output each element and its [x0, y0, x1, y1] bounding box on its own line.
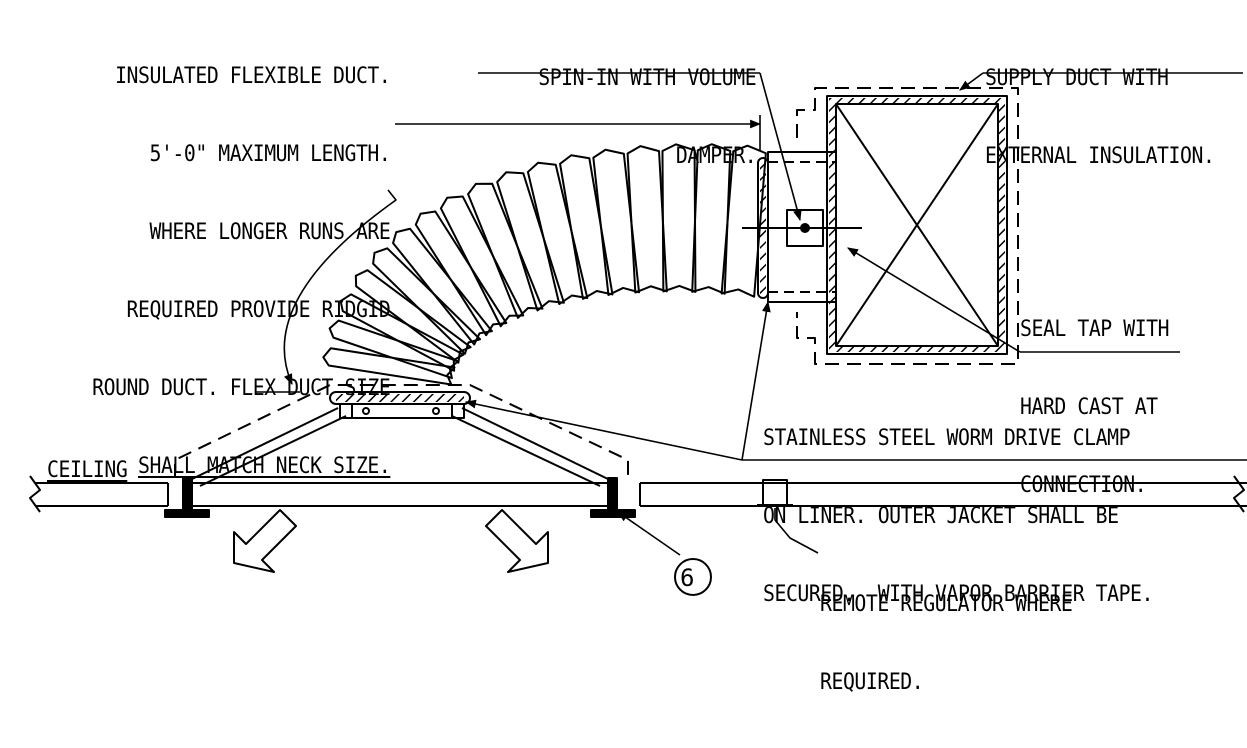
flex-duct-pleat [392, 227, 493, 346]
note-spin-in: SPIN-IN WITH VOLUME DAMPER. [538, 14, 756, 222]
note-flexible-duct: INSULATED FLEXIBLE DUCT. 5'-0" MAXIMUM L… [91, 12, 391, 532]
flex-duct-pleat [691, 143, 732, 295]
note-line: HARD CAST AT [1020, 395, 1158, 420]
air-flow-arrow-right [485, 509, 549, 573]
note-line: WHERE LONGER RUNS ARE [149, 220, 390, 245]
note-supply-duct: SUPPLY DUCT WITH EXTERNAL INSULATION. [985, 14, 1215, 222]
note-seal-tap: SEAL TAP WITH HARD CAST AT CONNECTION. [1020, 265, 1170, 551]
ceiling-left [29, 475, 169, 513]
flex-duct-pleat [559, 154, 614, 300]
flex-duct-pleat [592, 148, 641, 297]
note-line: SHALL MATCH NECK SIZE. [137, 454, 391, 479]
flex-duct-pleat [414, 210, 508, 337]
note-line: STAINLESS STEEL WORM DRIVE CLAMP [763, 426, 1131, 451]
leader-lines [255, 72, 1247, 556]
note-line: SPIN-IN WITH VOLUME [538, 66, 756, 91]
note-line: ON LINER. OUTER JACKET SHALL BE [763, 504, 1119, 529]
note-line: REMOTE REGULATOR WHERE [820, 592, 1073, 617]
note-line: REQUIRED. [820, 670, 924, 695]
flex-duct-pleat [354, 269, 472, 364]
note-line: CONNECTION. [1020, 473, 1147, 498]
flex-duct-pleat [661, 143, 697, 293]
detail-drawing [29, 72, 1247, 596]
flexible-duct [322, 143, 767, 386]
flex-duct-pleat [496, 171, 565, 312]
note-line: REQUIRED PROVIDE RIDGID [126, 298, 390, 323]
note-line: 5'-0" MAXIMUM LENGTH. [149, 142, 390, 167]
remote-regulator [757, 479, 819, 554]
flex-duct-pleat [328, 319, 460, 380]
callout-circle [674, 558, 712, 596]
flex-duct-pleat [526, 161, 589, 306]
flex-duct-pleat [322, 347, 456, 386]
ceiling-right [639, 475, 1247, 513]
label-ceiling: CEILING [47, 458, 128, 483]
note-line: ROUND DUCT. FLEX DUCT SIZE [91, 376, 391, 401]
note-line: DAMPER. [675, 144, 757, 169]
flex-duct-pleat [439, 195, 525, 328]
note-line: EXTERNAL INSULATION. [985, 144, 1215, 169]
flex-duct-pleat [339, 293, 465, 372]
air-flow-arrow-left [233, 509, 297, 573]
flex-duct-pleat [372, 247, 482, 355]
callout-number: 6 [680, 564, 694, 592]
ceiling-diffuser [164, 384, 636, 518]
note-line: SUPPLY DUCT WITH [985, 66, 1169, 91]
flex-duct-pleat [626, 145, 668, 294]
supply-duct [796, 87, 1019, 365]
note-line: INSULATED FLEXIBLE DUCT. [114, 64, 391, 89]
flex-duct-connection-detail: INSULATED FLEXIBLE DUCT. 5'-0" MAXIMUM L… [29, 12, 1247, 695]
note-remote-regulator: REMOTE REGULATOR WHERE REQUIRED. [820, 540, 1073, 748]
flex-duct-pleat [467, 182, 544, 319]
note-line: SEAL TAP WITH [1020, 317, 1170, 342]
spin-in-fitting [742, 151, 862, 303]
